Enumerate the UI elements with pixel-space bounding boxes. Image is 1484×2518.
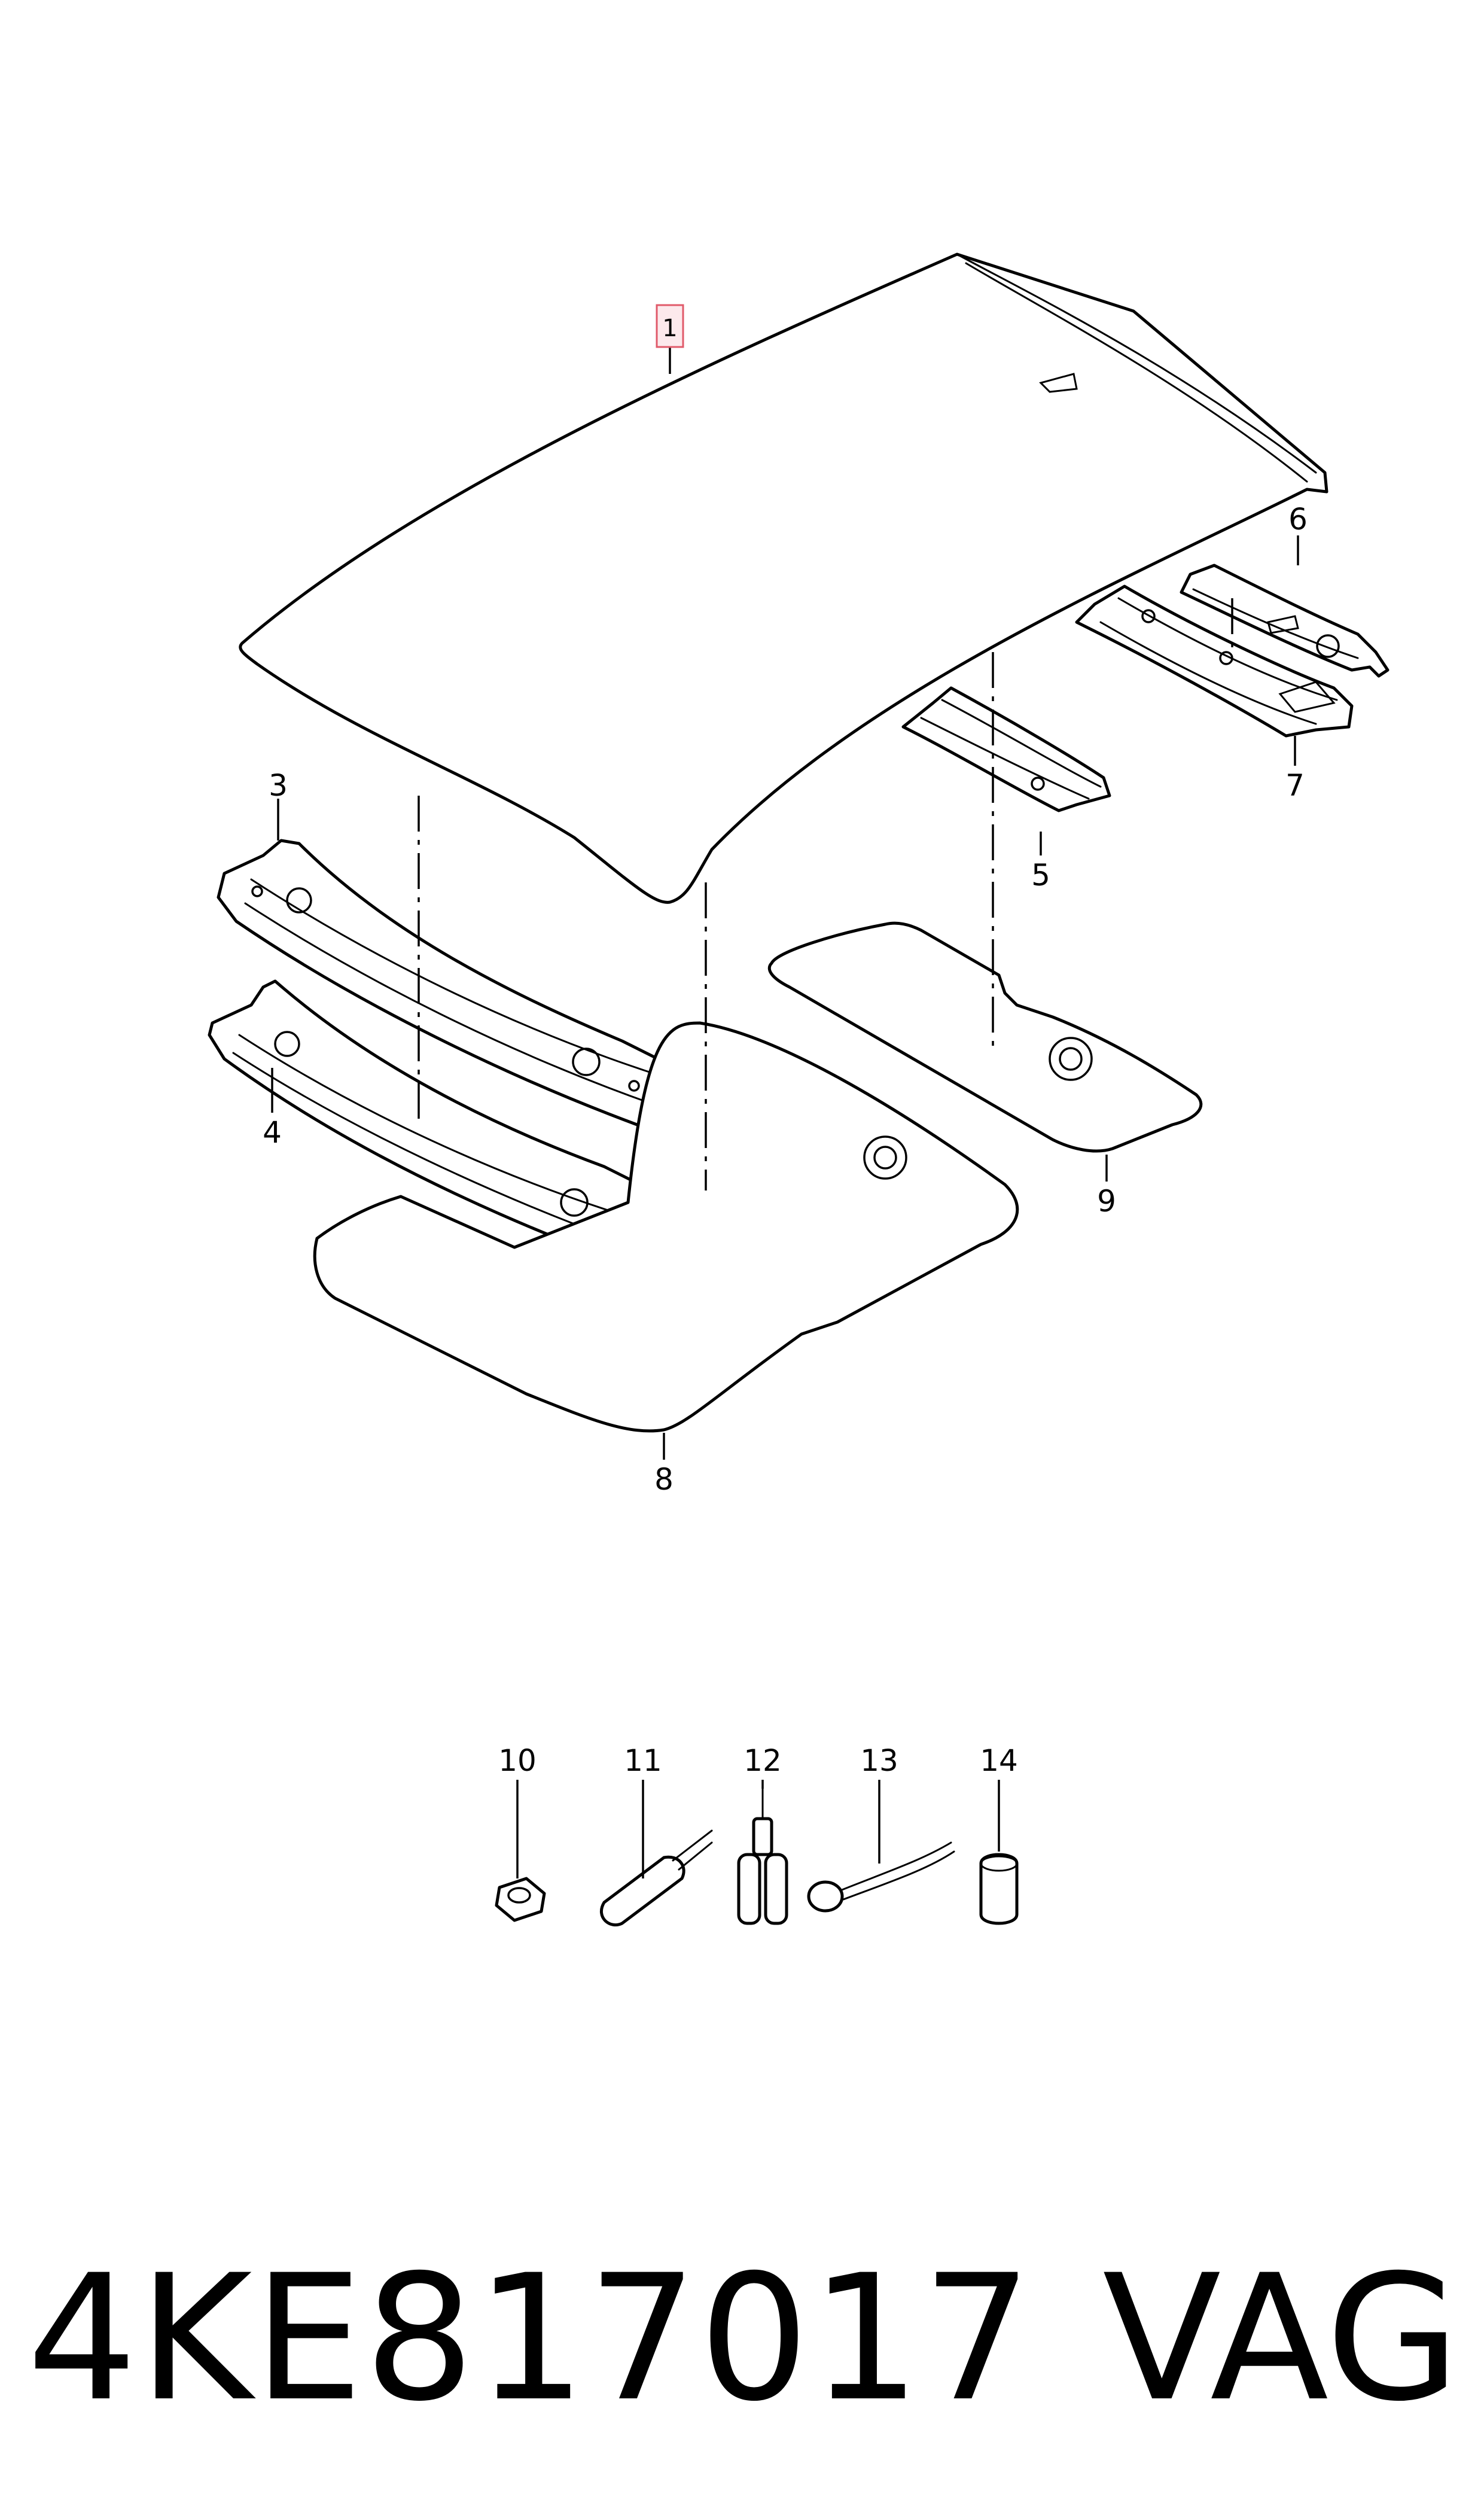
callout-labels: 1 3 4 5 6 7 8 9 10 11 12 13 14 xyxy=(263,304,1308,1778)
part-9-rear-insulation-mat xyxy=(767,921,1203,1153)
part-3-front-cross-member xyxy=(217,839,690,1126)
callout-9: 9 xyxy=(1097,1184,1116,1219)
part-number: 4KE817017 xyxy=(27,2238,1034,2440)
callout-12: 12 xyxy=(743,1743,782,1778)
callout-3: 3 xyxy=(269,768,288,803)
callout-1: 1 xyxy=(662,315,677,342)
callout-6: 6 xyxy=(1288,502,1308,537)
callout-8: 8 xyxy=(654,1462,674,1497)
callout-14: 14 xyxy=(980,1743,1018,1778)
part-14-sleeve xyxy=(979,1853,1019,1925)
part-11-cartridge xyxy=(599,1829,713,1927)
part-5-centre-roof-bow xyxy=(901,686,1111,812)
callout-7: 7 xyxy=(1285,768,1305,803)
callout-11: 11 xyxy=(624,1743,662,1778)
part-8-front-insulation-mat xyxy=(313,1021,1019,1433)
callout-1-highlight xyxy=(656,304,684,348)
assembly-alignment-lines xyxy=(418,598,1233,1191)
callout-5: 5 xyxy=(1031,858,1050,893)
brand-name: VAG xyxy=(1102,2238,1460,2440)
part-1-roof-panel xyxy=(239,252,1328,904)
part-12-tube-pair xyxy=(737,1788,788,1925)
callout-13: 13 xyxy=(860,1743,898,1778)
callout-10: 10 xyxy=(498,1743,537,1778)
part-13-connector-hose xyxy=(807,1841,955,1913)
part-7-rear-roof-frame xyxy=(1075,584,1354,738)
leader-lines xyxy=(271,347,1299,1878)
part-10-nut xyxy=(495,1877,546,1922)
callout-4: 4 xyxy=(263,1115,282,1150)
parts-diagram: 1 3 4 5 6 7 8 9 10 11 12 13 14 xyxy=(208,252,1389,1927)
